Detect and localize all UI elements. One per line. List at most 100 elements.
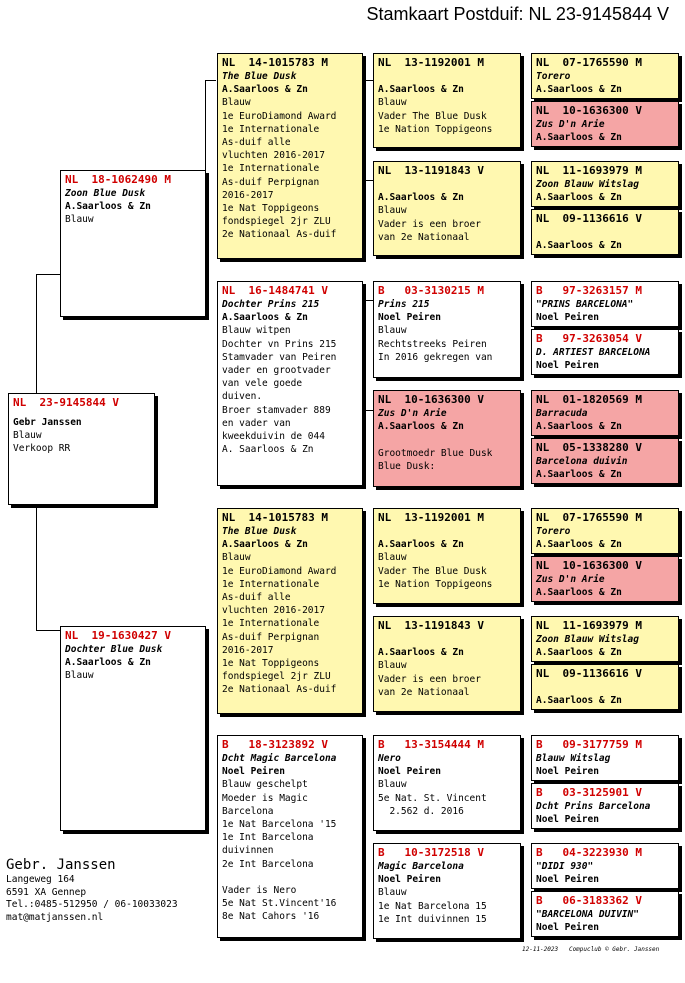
page-title: Stamkaart Postduif: NL 23-9145844 V <box>366 4 669 24</box>
detail-line: 1e EuroDiamond Award <box>222 110 337 122</box>
connector <box>205 80 216 81</box>
pigeon-name: Zoon Blauw Witslag <box>536 634 639 645</box>
ring-number: NL 10-1636300 V <box>536 104 642 117</box>
ring-number: NL 14-1015783 M <box>222 56 328 69</box>
detail-line: en vader van <box>222 417 291 429</box>
breeder: Noel Peiren <box>536 360 599 372</box>
detail-line: Barcelona <box>222 805 274 817</box>
breeder: Noel Peiren <box>378 766 441 778</box>
ring-number: NL 19-1630427 V <box>65 629 171 642</box>
pigeon-name: Dcht Prins Barcelona <box>536 801 651 812</box>
great-great-grandparent-card: B 97-3263157 M"PRINS BARCELONA"Noel Peir… <box>531 281 679 327</box>
pigeon-name: Dcht Magic Barcelona <box>222 753 337 764</box>
breeder: Noel Peiren <box>536 814 599 826</box>
breeder: A.Saarloos & Zn <box>536 84 622 96</box>
detail-line: 1e Nat Toppigeons <box>222 203 320 215</box>
detail-line: 8e Nat Cahors '16 <box>222 911 320 923</box>
father-card: NL 18-1062490 M Zoon Blue Dusk A.Saarloo… <box>60 170 206 317</box>
pigeon-name: Zus D'n Arie <box>536 574 605 585</box>
detail-line: fondspiegel 2jr ZLU <box>222 216 331 228</box>
pigeon-name: D. ARTIEST BARCELONA <box>536 347 651 358</box>
owner-name: Gebr. Janssen <box>6 857 116 873</box>
detail-line: duiven. <box>222 391 263 403</box>
ring-number: NL 09-1136616 V <box>536 212 642 225</box>
detail-line: Vader is een broer <box>378 673 481 685</box>
great-great-grandparent-card: B 06-3183362 V"BARCELONA DUIVIN"Noel Pei… <box>531 891 679 937</box>
detail-line: 2e Int Barcelona <box>222 858 314 870</box>
connector <box>362 80 373 81</box>
detail-line <box>378 433 516 446</box>
owner-phone: Tel.:0485-512950 / 06-10033023 <box>6 899 178 910</box>
detail-line: Blauw <box>378 887 407 899</box>
detail-line: Blauw <box>378 205 407 217</box>
detail-line: Blauw <box>378 552 407 564</box>
detail-line: 2e Nationaal As-duif <box>222 229 337 241</box>
connector <box>362 410 373 411</box>
great-great-grandparent-card: NL 09-1136616 V A.Saarloos & Zn <box>531 209 679 255</box>
ring-number: NL 11-1693979 M <box>536 164 642 177</box>
detail-line: In 2016 gekregen van <box>378 351 493 363</box>
ring-number: B 97-3263054 V <box>536 332 642 345</box>
breeder: A.Saarloos & Zn <box>222 84 308 96</box>
detail-line: 2e Nationaal As-duif <box>222 684 337 696</box>
detail-line: 1e Nation Toppigeons <box>378 123 493 135</box>
breeder: Noel Peiren <box>378 312 441 324</box>
connector <box>36 274 60 275</box>
detail-line: 1e Internationale <box>222 163 320 175</box>
breeder: Noel Peiren <box>536 922 599 934</box>
detail-line: Blauw <box>65 214 94 226</box>
pigeon-name: Zus D'n Arie <box>378 408 447 419</box>
detail-line: Blauw <box>378 97 407 109</box>
breeder: A.Saarloos & Zn <box>536 695 622 707</box>
detail-line: Blue Dusk: <box>378 460 436 472</box>
pigeon-name: Torero <box>536 71 571 82</box>
detail-line: Verkoop RR <box>13 443 71 455</box>
pigeon-name: Barcelona duivin <box>536 456 628 467</box>
ring-number: NL 07-1765590 M <box>536 511 642 524</box>
ring-number: NL 01-1820569 M <box>536 393 642 406</box>
pigeon-name: Prins 215 <box>378 299 430 310</box>
pigeon-name: Dochter Prins 215 <box>222 299 320 310</box>
detail-line: 1e Int duivinnen 15 <box>378 913 487 925</box>
breeder: A.Saarloos & Zn <box>536 587 622 599</box>
connector <box>205 80 206 170</box>
pigeon-name: Barracuda <box>536 408 588 419</box>
detail-line: van 2e Nationaal <box>378 231 470 243</box>
ring-number: NL 11-1693979 M <box>536 619 642 632</box>
breeder: A.Saarloos & Zn <box>222 312 308 324</box>
breeder: Noel Peiren <box>536 312 599 324</box>
detail-line: Rechtstreeks Peiren <box>378 338 487 350</box>
pigeon-name: Gebr Janssen <box>13 417 82 428</box>
breeder: A.Saarloos & Zn <box>536 539 622 551</box>
pigeon-name: "DIDI 930" <box>536 861 594 872</box>
detail-line: 1e Nat Toppigeons <box>222 658 320 670</box>
ring-number: B 03-3125901 V <box>536 786 642 799</box>
breeder: A.Saarloos & Zn <box>536 647 622 659</box>
pigeon-name: The Blue Dusk <box>222 71 297 82</box>
pigeon-name <box>378 633 516 646</box>
detail-line: fondspiegel 2jr ZLU <box>222 671 331 683</box>
ring-number: B 18-3123892 V <box>222 738 328 751</box>
detail-line: 1e Nat Barcelona 15 <box>378 900 487 912</box>
pigeon-name <box>536 226 674 239</box>
breeder: A.Saarloos & Zn <box>536 469 622 481</box>
pigeon-name <box>378 525 516 538</box>
owner-city: 6591 XA Gennep <box>6 886 87 898</box>
detail-line: As-duif Perpignan <box>222 631 320 643</box>
detail-line: duivinnen <box>222 845 274 857</box>
pigeon-name: Blauw Witslag <box>536 753 611 764</box>
breeder: A.Saarloos & Zn <box>536 240 622 252</box>
great-great-grandparent-card: B 04-3223930 M"DIDI 930"Noel Peiren <box>531 843 679 889</box>
detail-line: 1e Int Barcelona <box>222 832 314 844</box>
ring-number: NL 18-1062490 M <box>65 173 171 186</box>
detail-line: 1e Nation Toppigeons <box>378 578 493 590</box>
